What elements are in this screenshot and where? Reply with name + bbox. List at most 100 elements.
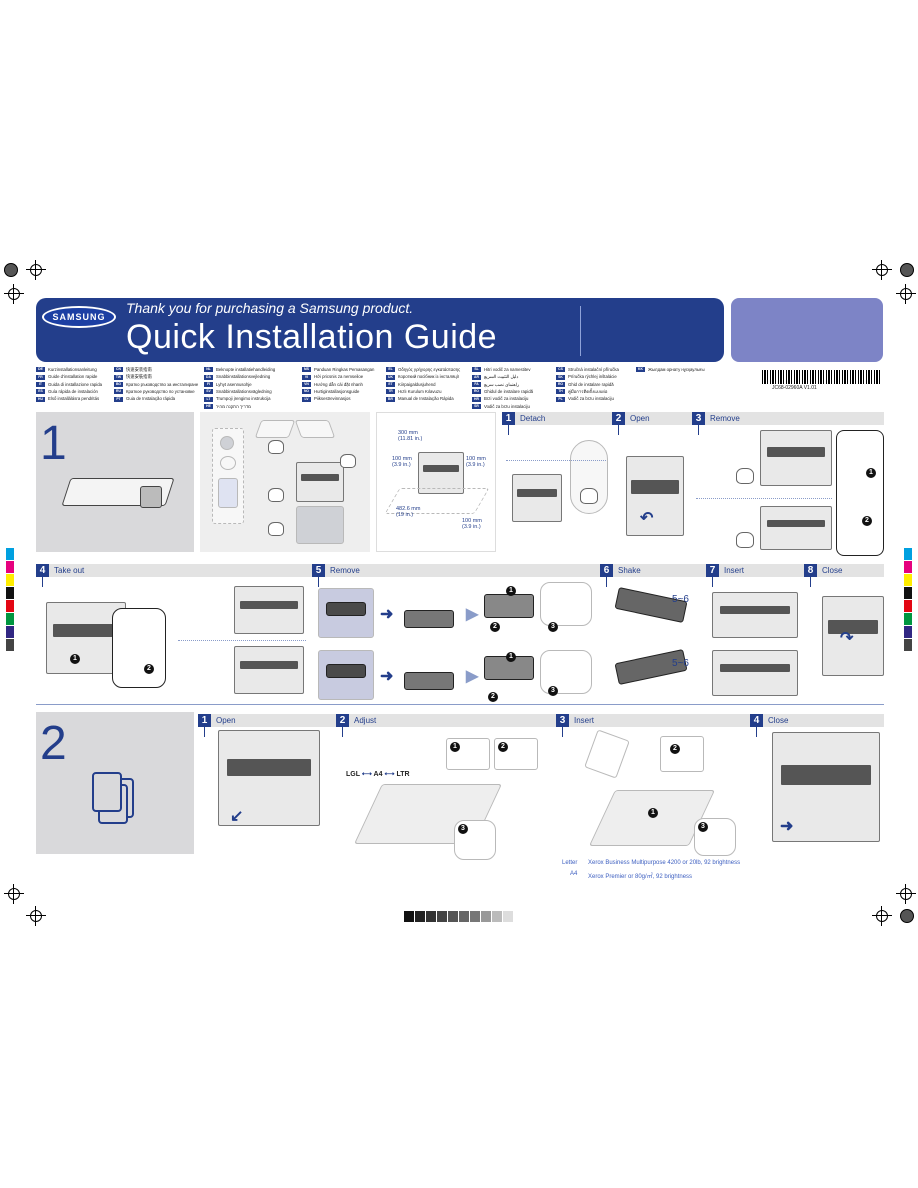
registration-mark-top-right [900,263,914,277]
crop-mark [4,284,24,304]
hand-icon [268,488,284,502]
language-label: Vodič za brzu instalaciju [568,396,614,402]
language-label: Beknopte installatiehandleiding [216,367,276,372]
language-code-badge: LV [302,396,311,402]
take-out-zoom-illustration [112,608,166,688]
section-1-number: 1 [40,417,67,470]
printer-insert-illustration-2 [712,650,798,696]
step-label: Shake [618,566,641,575]
step-label: Take out [54,566,85,575]
language-label: دليل التثبيت السريع [484,374,519,380]
hand-icon [268,440,284,454]
paper-size-labels: LGL ⟷ A4 ⟷ LTR [346,770,410,778]
callout-3: 3 [548,686,558,696]
crop-mark [872,260,892,280]
hand-icon [268,522,284,536]
language-code-badge: LT [204,396,213,402]
language-code-badge: ES [36,389,45,395]
language-label: Kurzinstallationsanleitung [48,367,97,372]
remove-zoom-illustration [836,430,884,556]
page-title: Quick Installation Guide [126,318,498,356]
language-label: Краткое руководство по установке [126,388,195,394]
printer-remove-illustration [760,430,832,486]
language-code-badge: AR [472,374,481,380]
hand-icon [736,532,754,548]
language-code-badge: SR [472,403,481,409]
printer-take-out-illustration-3 [234,646,304,694]
language-code-badge: NO [302,389,311,395]
right-arrow-icon: ➜ [380,606,394,623]
callout-2: 2 [670,744,680,754]
step-connector [756,727,757,737]
language-label: Trumpoji įrengimo instrukcija [216,396,271,402]
box-illustration [296,506,344,544]
crop-mark [896,284,916,304]
step-number-badge: 3 [556,714,569,727]
tagline: Thank you for purchasing a Samsung produ… [126,300,414,316]
language-code-badge: FA [472,381,481,387]
language-code-badge: PT [114,396,123,402]
step-label: Close [768,716,789,725]
language-code-badge: TH [556,389,565,395]
crop-mark [872,906,892,926]
box-lid-illustration [294,420,336,438]
language-label: Guide d’installation rapide [48,374,98,380]
toner-unwrap-illustration [484,594,534,618]
callout-2: 2 [498,742,508,752]
paper-size-label: LTR [396,771,410,778]
dotted-separator [36,704,884,705]
printer-tray-open-illustration [218,730,320,826]
step-number-badge: 7 [706,564,719,577]
open-arrow-icon: ↶ [640,510,654,527]
language-code-badge: IT [36,381,45,387]
tab-zoom-illustration [540,582,592,626]
step-label: Detach [520,414,546,423]
step-number-badge: 6 [600,564,613,577]
language-label: Snabbinstallationsvejledning [216,374,271,380]
step-connector [562,727,563,737]
language-code-badge: VI [302,374,311,380]
language-code-badge: ET [386,381,395,387]
media-a4-size: A4 [570,871,578,877]
step-label: Insert [574,716,595,725]
callout-1: 1 [506,586,516,596]
printer-clearance-illustration [418,452,464,494]
power-cord-icon [220,456,236,470]
samsung-logo: SAMSUNG [42,306,116,328]
toner-cartridge-illustration [404,610,454,628]
language-label: คู่มือการติดตั้งแบบย่อ [568,388,608,394]
step-label: Open [630,414,650,423]
language-label: Hitri vodič za namestitev [484,367,531,372]
language-label: Hurtiginstallasjonsguide [314,388,360,394]
callout-1: 1 [70,654,80,664]
language-label: Жылдам орнату нұсқаулығы [648,367,705,372]
barcode-number: JC68-02960A V1.01 [772,385,817,391]
language-code-badge: HE [204,403,213,409]
step-number-badge: 2 [612,412,625,425]
cd-icon [220,436,234,450]
step-number-badge: 8 [804,564,817,577]
step-connector [618,425,619,435]
shake-count: 5~6 [672,594,689,605]
language-label: Lyhyt asennusohje [216,381,252,387]
insert-zoom-illustration [660,736,704,772]
printer-tray-close-illustration [772,732,880,842]
callout-2: 2 [862,516,872,526]
language-code-badge: TW [114,374,123,380]
step-label: Remove [330,566,360,575]
language-code-badge: MS [302,367,311,373]
printer-open-illustration [626,456,684,536]
